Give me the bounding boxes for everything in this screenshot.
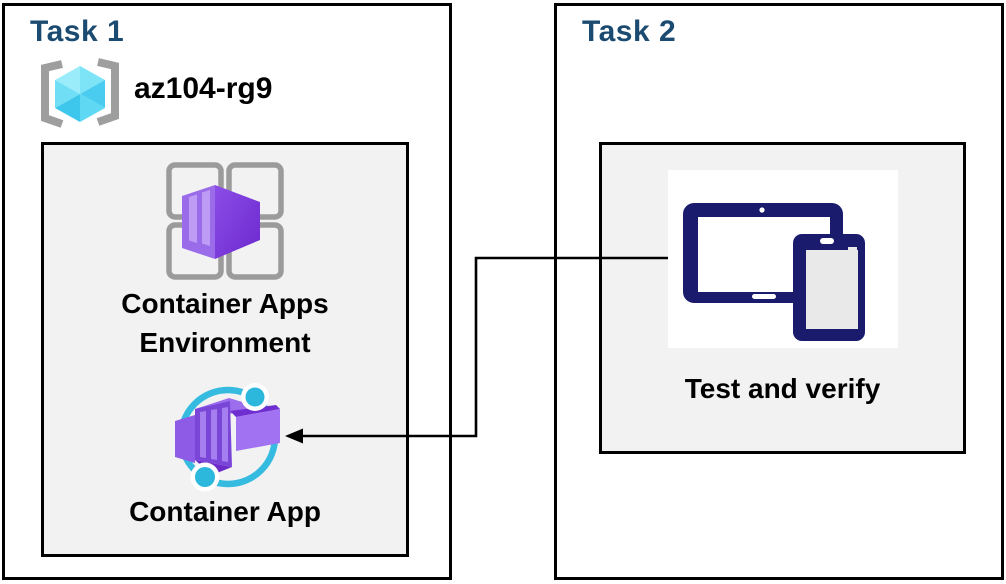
- environment-label-line2: Environment: [139, 327, 311, 358]
- task2-box: Task 2 Test and verify: [554, 3, 1004, 580]
- test-and-verify-label: Test and verify: [684, 373, 881, 404]
- devices-icon: [683, 203, 865, 341]
- resource-group-name: az104-rg9: [134, 72, 273, 105]
- task2-inner-panel: Test and verify: [599, 142, 966, 454]
- container-app-icon: [175, 383, 280, 492]
- container-apps-environment-icon: [166, 162, 284, 280]
- container-app-label: Container App: [129, 496, 321, 527]
- environment-label-line1: Container Apps: [121, 288, 329, 319]
- environment-label: Container Apps Environment: [44, 284, 406, 362]
- test-and-verify-card: [668, 170, 898, 348]
- task1-title: Task 1: [30, 15, 125, 48]
- task2-title: Task 2: [582, 15, 677, 48]
- task1-inner-panel: Container Apps Environment Cont: [41, 142, 409, 557]
- task1-box: Task 1 az104-rg9: [2, 3, 452, 580]
- resource-group-icon: [41, 58, 119, 128]
